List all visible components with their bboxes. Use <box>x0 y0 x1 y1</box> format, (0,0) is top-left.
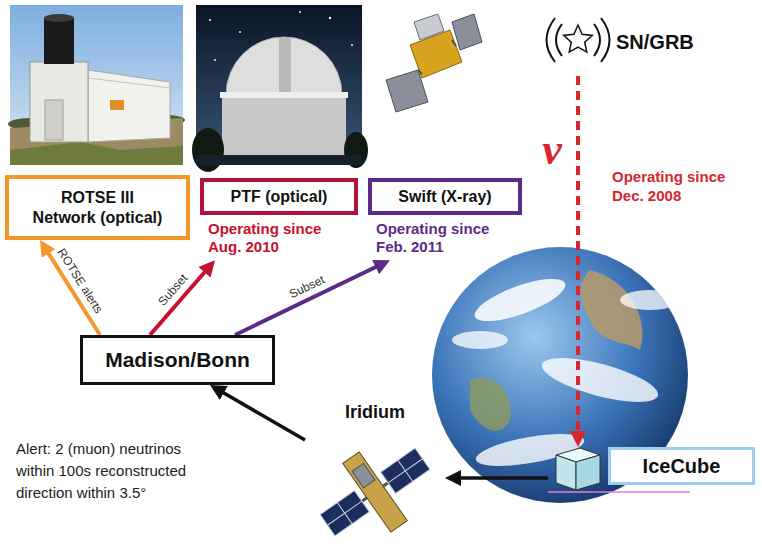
iridium-satellite <box>303 424 446 555</box>
cloud <box>620 290 680 310</box>
edge-label: Subset <box>156 271 191 309</box>
observatory-building <box>222 98 346 158</box>
neutrino-path <box>576 76 580 441</box>
satellite-label: Iridium <box>345 402 405 424</box>
tree-silhouette <box>192 128 224 172</box>
box-label: PTF (optical) <box>200 178 358 215</box>
swift-satellite <box>386 14 482 112</box>
enclosure-shed <box>88 70 170 142</box>
sky <box>10 5 183 165</box>
cloud <box>538 349 662 411</box>
ice-surface-line <box>548 491 690 493</box>
boom <box>452 40 456 46</box>
cloud <box>470 270 570 329</box>
dome-ring <box>220 92 348 98</box>
box-label: Swift (X-ray) <box>368 178 522 215</box>
instrument-box: PTF (optical) Operating since Aug. 2010 <box>200 178 358 260</box>
dome <box>226 37 342 95</box>
wave-arc <box>556 24 562 56</box>
telescope-top <box>44 14 74 22</box>
panel-grid <box>388 459 422 483</box>
status-note: Operating since Feb. 2011 <box>368 220 508 256</box>
star <box>239 31 241 33</box>
wave-arc <box>547 18 556 62</box>
arrow <box>451 476 548 480</box>
star <box>351 44 353 46</box>
cube-side <box>556 455 576 490</box>
antenna-panel <box>352 463 375 487</box>
edge-label: ν <box>542 128 562 172</box>
cloud <box>452 331 508 349</box>
edge-label: Subset <box>287 272 327 301</box>
telescope <box>414 14 444 40</box>
solar-panel <box>452 14 482 50</box>
burst-star <box>564 25 593 52</box>
panel-grid <box>327 501 361 525</box>
ground <box>196 155 362 165</box>
arrow <box>150 265 211 335</box>
star <box>299 11 301 13</box>
alert-note: Alert: 2 (muon) neutrinos within 100s re… <box>16 438 221 504</box>
sign <box>110 100 124 110</box>
box-label: Madison/Bonn <box>105 347 250 372</box>
satellite-node: Iridium <box>305 400 445 548</box>
grass <box>10 142 183 165</box>
edge-label: ROTSE alerts <box>54 246 106 316</box>
cube-side <box>576 455 600 490</box>
source-label: SN/GRB <box>616 30 698 54</box>
arrow <box>215 388 305 440</box>
star <box>209 19 211 21</box>
instrument-box: ROTSE III Network (optical) <box>5 175 190 240</box>
solar-panel <box>381 448 430 493</box>
source-node: SN/GRB <box>548 4 698 76</box>
rotse-photo <box>8 5 185 165</box>
solar-panel <box>320 491 369 536</box>
box-label: IceCube <box>608 447 755 485</box>
star <box>214 59 216 61</box>
wave-arc <box>594 24 600 56</box>
box-label: ROTSE III Network (optical) <box>30 188 166 226</box>
land <box>470 377 511 431</box>
enclosure-tower <box>30 62 88 142</box>
dome-slit <box>279 38 291 95</box>
process-box: Madison/Bonn <box>80 335 275 385</box>
burst-icon <box>547 18 610 62</box>
ptf-photo <box>192 5 368 172</box>
instrument-box: Swift (X-ray) Operating since Feb. 2011 <box>368 178 522 260</box>
land <box>581 270 643 350</box>
door <box>45 100 63 140</box>
arrow <box>235 263 385 335</box>
star <box>329 17 331 19</box>
satellite-body <box>343 452 408 532</box>
telescope-tube <box>44 18 74 64</box>
status-note: Operating since Dec. 2008 <box>612 168 740 206</box>
icecube-cube <box>556 448 600 490</box>
boom <box>418 70 422 74</box>
roof-line <box>88 78 170 88</box>
satellite-body <box>410 30 462 78</box>
status-note: Operating since Aug. 2010 <box>200 220 340 256</box>
detector-node: IceCube <box>548 447 755 485</box>
wave-arc <box>601 18 610 62</box>
